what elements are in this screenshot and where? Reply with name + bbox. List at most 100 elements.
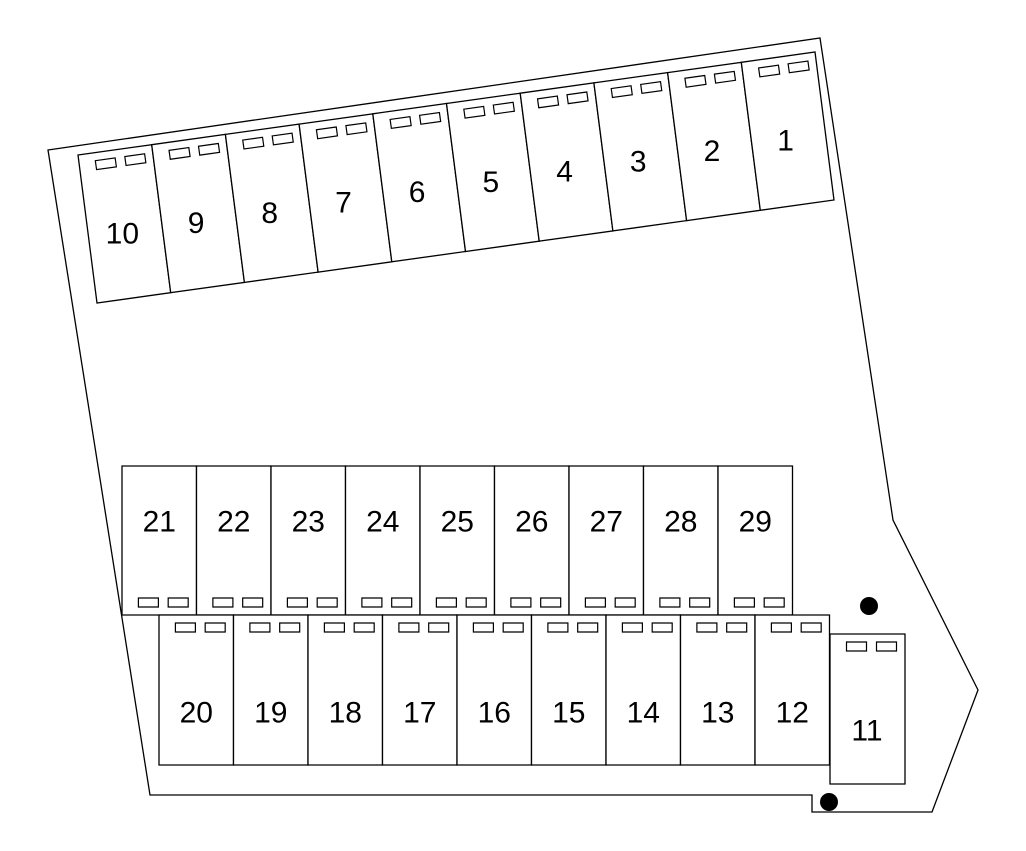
- parking-space-28: 28: [642, 465, 719, 616]
- parking-space-3: 3: [593, 71, 688, 232]
- parking-space-outline: [530, 614, 607, 766]
- wheel-stop: [472, 622, 494, 633]
- parking-space-outline: [456, 614, 533, 766]
- space-number-14: 14: [627, 697, 660, 730]
- wheel-stop: [540, 597, 562, 608]
- parking-space-18: 18: [307, 614, 384, 766]
- wheel-stop: [640, 80, 663, 95]
- wheel-stop: [713, 70, 737, 84]
- parking-space-12: 12: [754, 614, 831, 766]
- wheel-stop: [610, 85, 633, 99]
- wheel-stop: [696, 622, 718, 633]
- parking-space-16: 16: [456, 614, 533, 766]
- wheel-stop: [212, 597, 234, 608]
- parking-space-outline: [679, 614, 756, 766]
- parking-space-outline: [829, 633, 906, 785]
- space-number-11: 11: [851, 715, 882, 748]
- wheel-stop: [418, 111, 442, 125]
- parking-space-outline: [605, 614, 682, 766]
- wheel-stop: [271, 132, 294, 146]
- space-number-10: 10: [106, 217, 139, 250]
- space-number-25: 25: [441, 506, 474, 539]
- parking-space-22: 22: [195, 465, 272, 616]
- wheel-stop: [398, 622, 420, 633]
- parking-space-outline: [754, 614, 831, 766]
- wheel-stop: [492, 101, 516, 115]
- space-number-29: 29: [739, 506, 772, 539]
- parking-space-15: 15: [530, 614, 607, 766]
- parking-space-outline: [344, 465, 421, 616]
- space-number-7: 7: [335, 186, 352, 219]
- space-number-21: 21: [143, 506, 176, 539]
- wheel-stop: [502, 622, 524, 633]
- parking-space-1: 1: [740, 51, 835, 212]
- wheel-stop: [361, 597, 383, 608]
- wheel-stop: [875, 641, 898, 652]
- wheel-stop: [242, 136, 265, 150]
- parking-space-24: 24: [344, 465, 421, 616]
- parking-space-outline: [232, 614, 309, 766]
- space-number-1: 1: [777, 125, 794, 158]
- parking-space-9: 9: [150, 133, 246, 294]
- wheel-stop: [757, 64, 781, 78]
- parking-space-8: 8: [224, 123, 319, 284]
- wheel-stop: [286, 597, 308, 608]
- space-number-26: 26: [515, 506, 548, 539]
- parking-space-29: 29: [717, 465, 794, 616]
- parking-space-outline: [381, 614, 458, 766]
- end-space-group: 11: [829, 633, 906, 785]
- space-number-24: 24: [366, 506, 399, 539]
- parking-space-11: 11: [829, 633, 906, 785]
- parking-space-outline: [419, 465, 496, 616]
- parking-space-outline: [307, 614, 384, 766]
- wheel-stop: [391, 597, 413, 608]
- wheel-stop: [547, 622, 569, 633]
- wheel-stop: [345, 122, 368, 136]
- space-number-15: 15: [552, 697, 585, 730]
- parking-space-20: 20: [158, 614, 235, 766]
- parking-space-outline: [493, 465, 570, 616]
- wheel-stop: [174, 622, 196, 633]
- space-number-28: 28: [664, 506, 697, 539]
- parking-space-17: 17: [381, 614, 458, 766]
- parking-space-21: 21: [121, 465, 198, 616]
- wheel-stop: [353, 622, 375, 633]
- wheel-stop: [566, 91, 589, 105]
- wheel-stop: [577, 622, 599, 633]
- parking-space-23: 23: [270, 465, 347, 616]
- space-number-23: 23: [292, 506, 325, 539]
- wheel-stop: [536, 95, 560, 109]
- wheel-stop: [510, 597, 532, 608]
- wheel-stop: [197, 142, 221, 156]
- wheel-stop: [465, 597, 487, 608]
- wheel-stop: [733, 597, 755, 608]
- wheel-stop: [249, 622, 271, 633]
- wheel-stop: [463, 105, 486, 119]
- wheel-stop: [137, 597, 159, 608]
- wheel-stop: [763, 597, 785, 608]
- parking-space-25: 25: [419, 465, 496, 616]
- space-number-17: 17: [403, 697, 436, 730]
- space-number-20: 20: [180, 697, 213, 730]
- parking-space-19: 19: [232, 614, 309, 766]
- wheel-stop: [845, 641, 868, 652]
- wheel-stop: [770, 622, 792, 633]
- space-number-19: 19: [254, 697, 287, 730]
- wheel-stop: [614, 597, 636, 608]
- wheel-stop: [584, 597, 606, 608]
- wheel-stop: [435, 597, 457, 608]
- wheel-stop: [204, 622, 226, 633]
- marker-dot-top: [860, 597, 878, 615]
- wheel-stop: [323, 622, 345, 633]
- wheel-stop: [684, 74, 707, 88]
- wheel-stop: [316, 597, 338, 608]
- wheel-stop: [94, 157, 118, 171]
- parking-space-outline: [740, 51, 835, 212]
- wheel-stop: [787, 60, 810, 74]
- wheel-stop: [168, 146, 191, 160]
- lot-boundary: [47, 37, 979, 813]
- marker-dot-bottom: [820, 793, 838, 811]
